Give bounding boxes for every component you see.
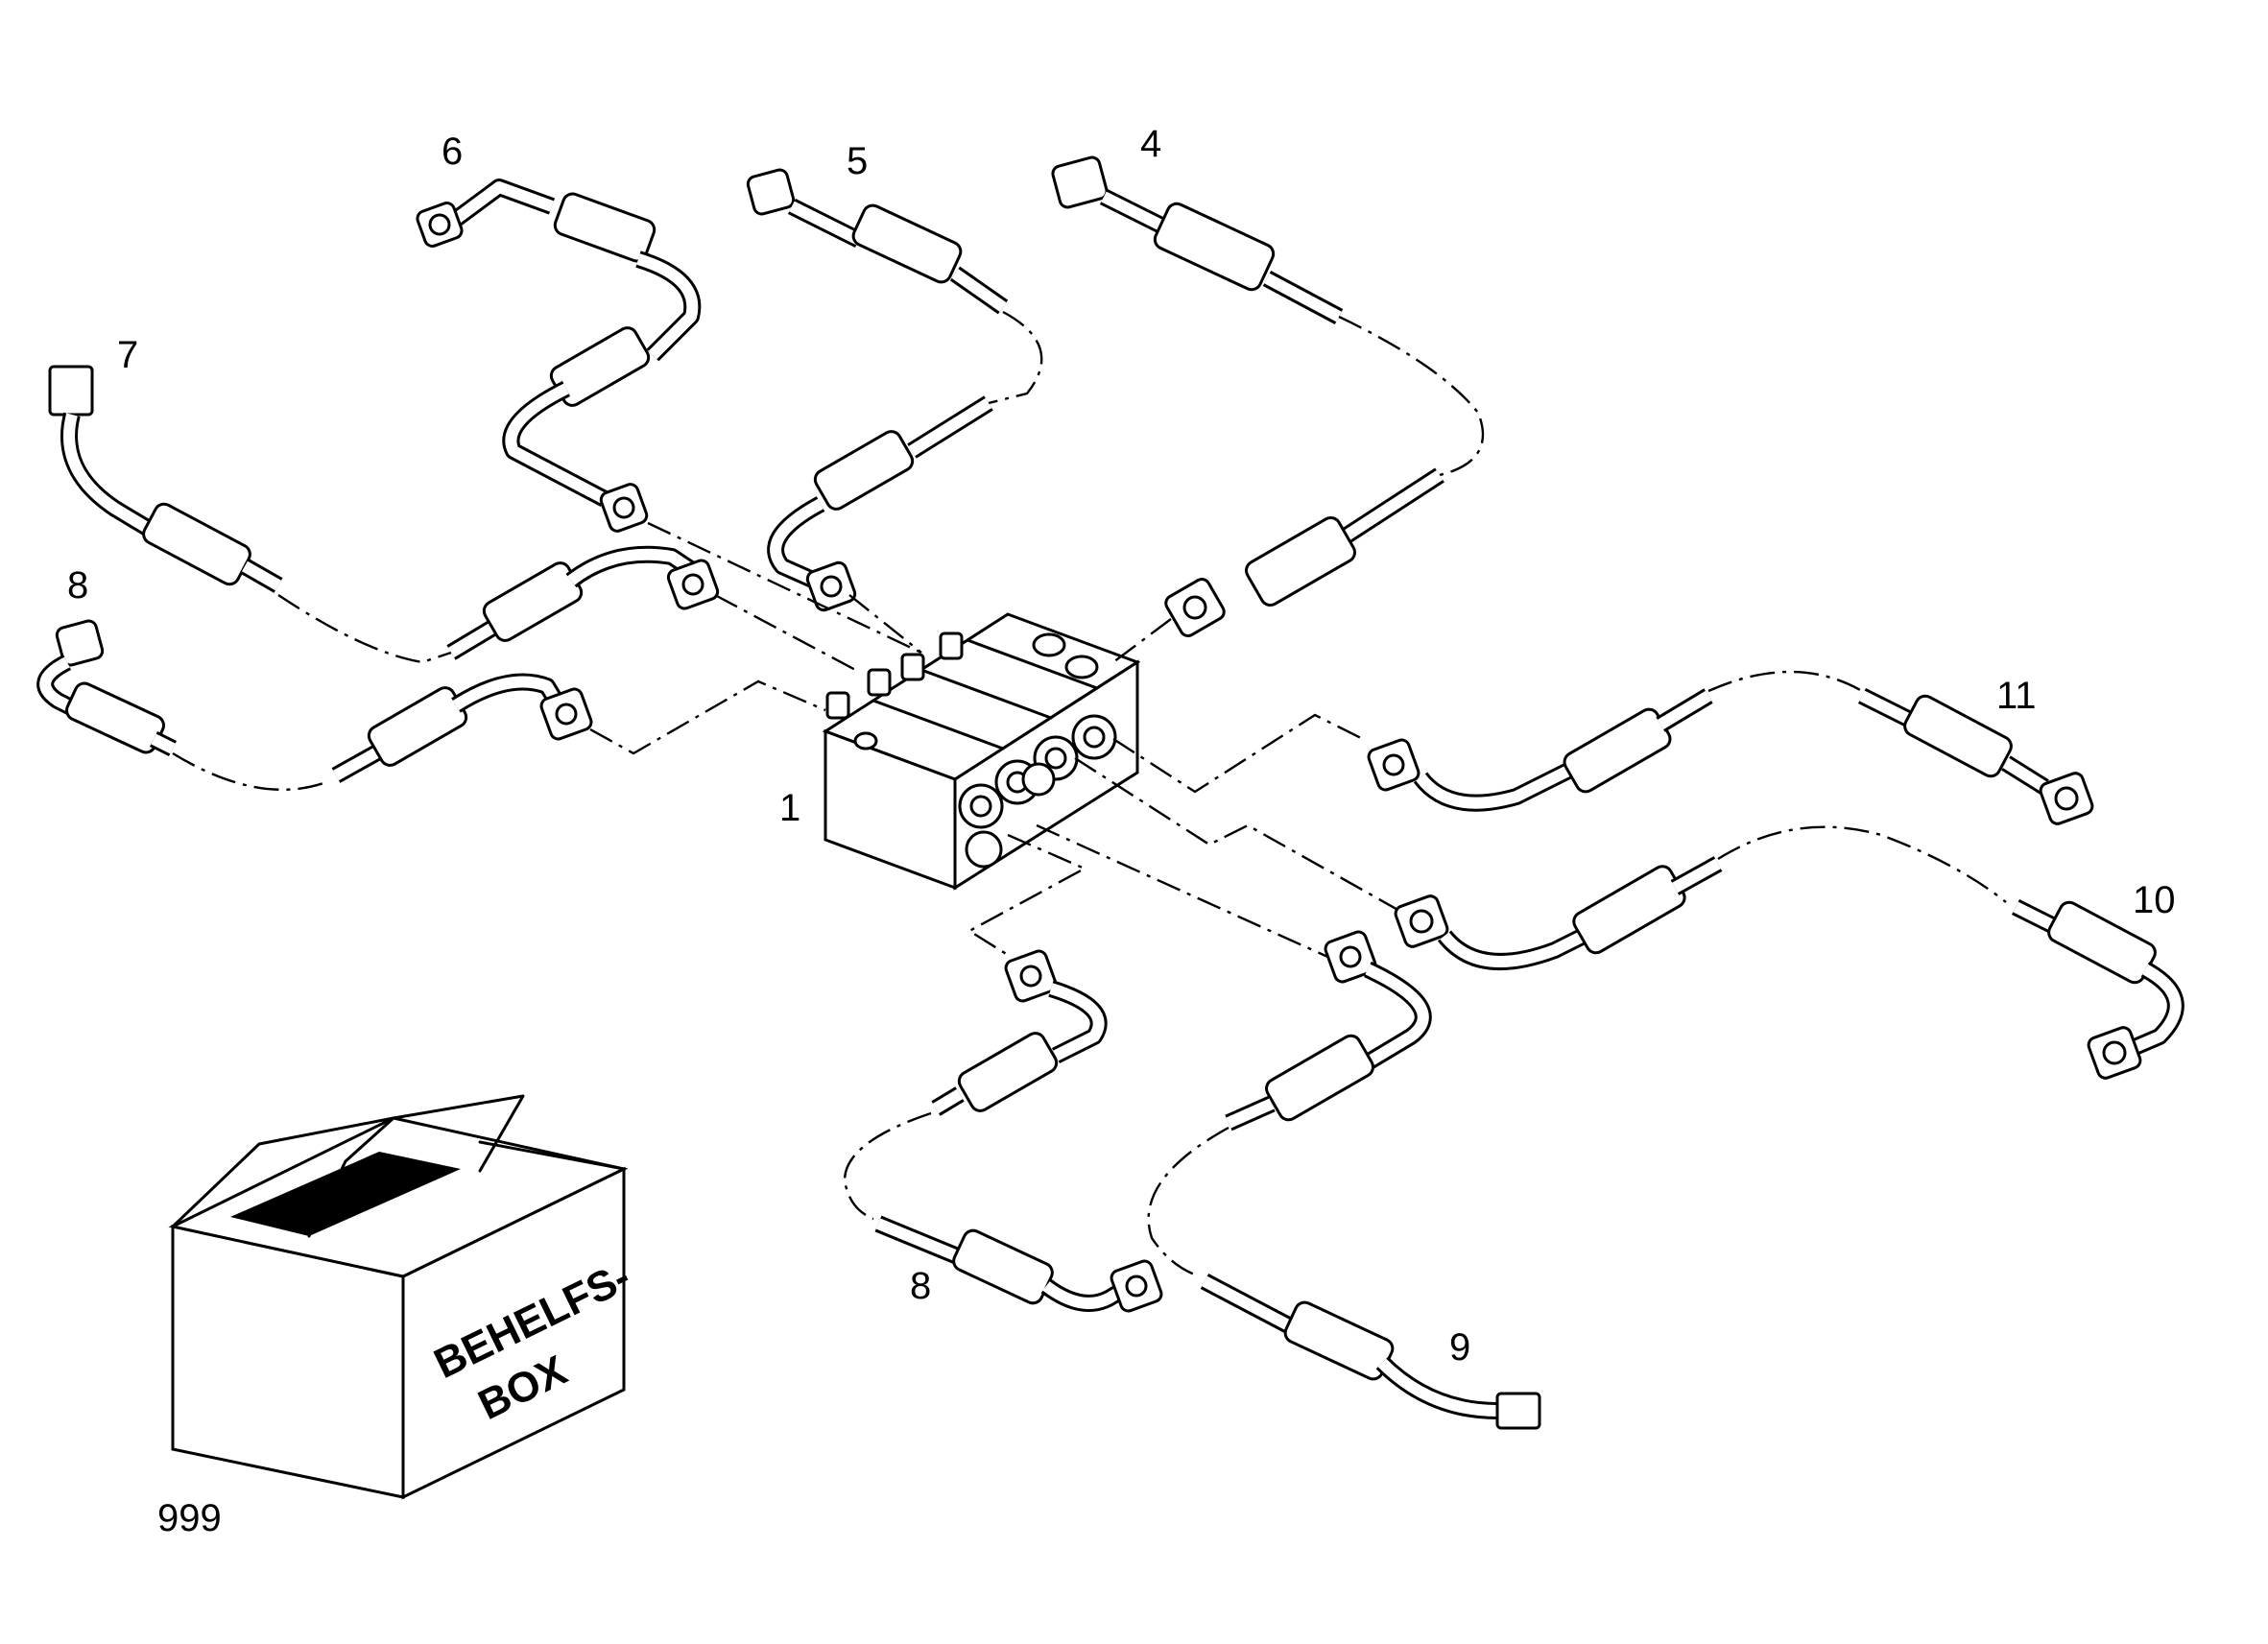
callout-label-7: 7 [117, 334, 139, 376]
line-assembly-7 [48, 365, 860, 674]
callout-label-6: 6 [442, 131, 464, 173]
callout-label-10: 10 [2133, 879, 2176, 921]
callout-label-8-left: 8 [67, 564, 89, 607]
line-assembly-4 [1051, 155, 1485, 663]
line-assembly-8-bottom [843, 833, 1163, 1313]
line-assembly-9 [1036, 823, 1541, 1430]
line-assembly-10 [1074, 756, 2184, 1080]
line-assembly-5 [647, 168, 1043, 655]
distributor-block [822, 612, 1141, 891]
callout-label-9: 9 [1449, 1326, 1471, 1369]
line-assembly-11 [1112, 670, 2094, 825]
line-assembly-6 [416, 179, 702, 533]
callout-label-4: 4 [1140, 123, 1162, 165]
box-999: BEHELFS- BOX [168, 1094, 637, 1500]
callout-label-999: 999 [157, 1497, 222, 1539]
line-assembly-8-left [36, 619, 826, 791]
callout-label-11: 11 [1996, 675, 2037, 717]
callout-label-8-bottom: 8 [910, 1265, 932, 1307]
callout-label-1: 1 [779, 787, 801, 829]
callout-label-5: 5 [847, 140, 869, 182]
